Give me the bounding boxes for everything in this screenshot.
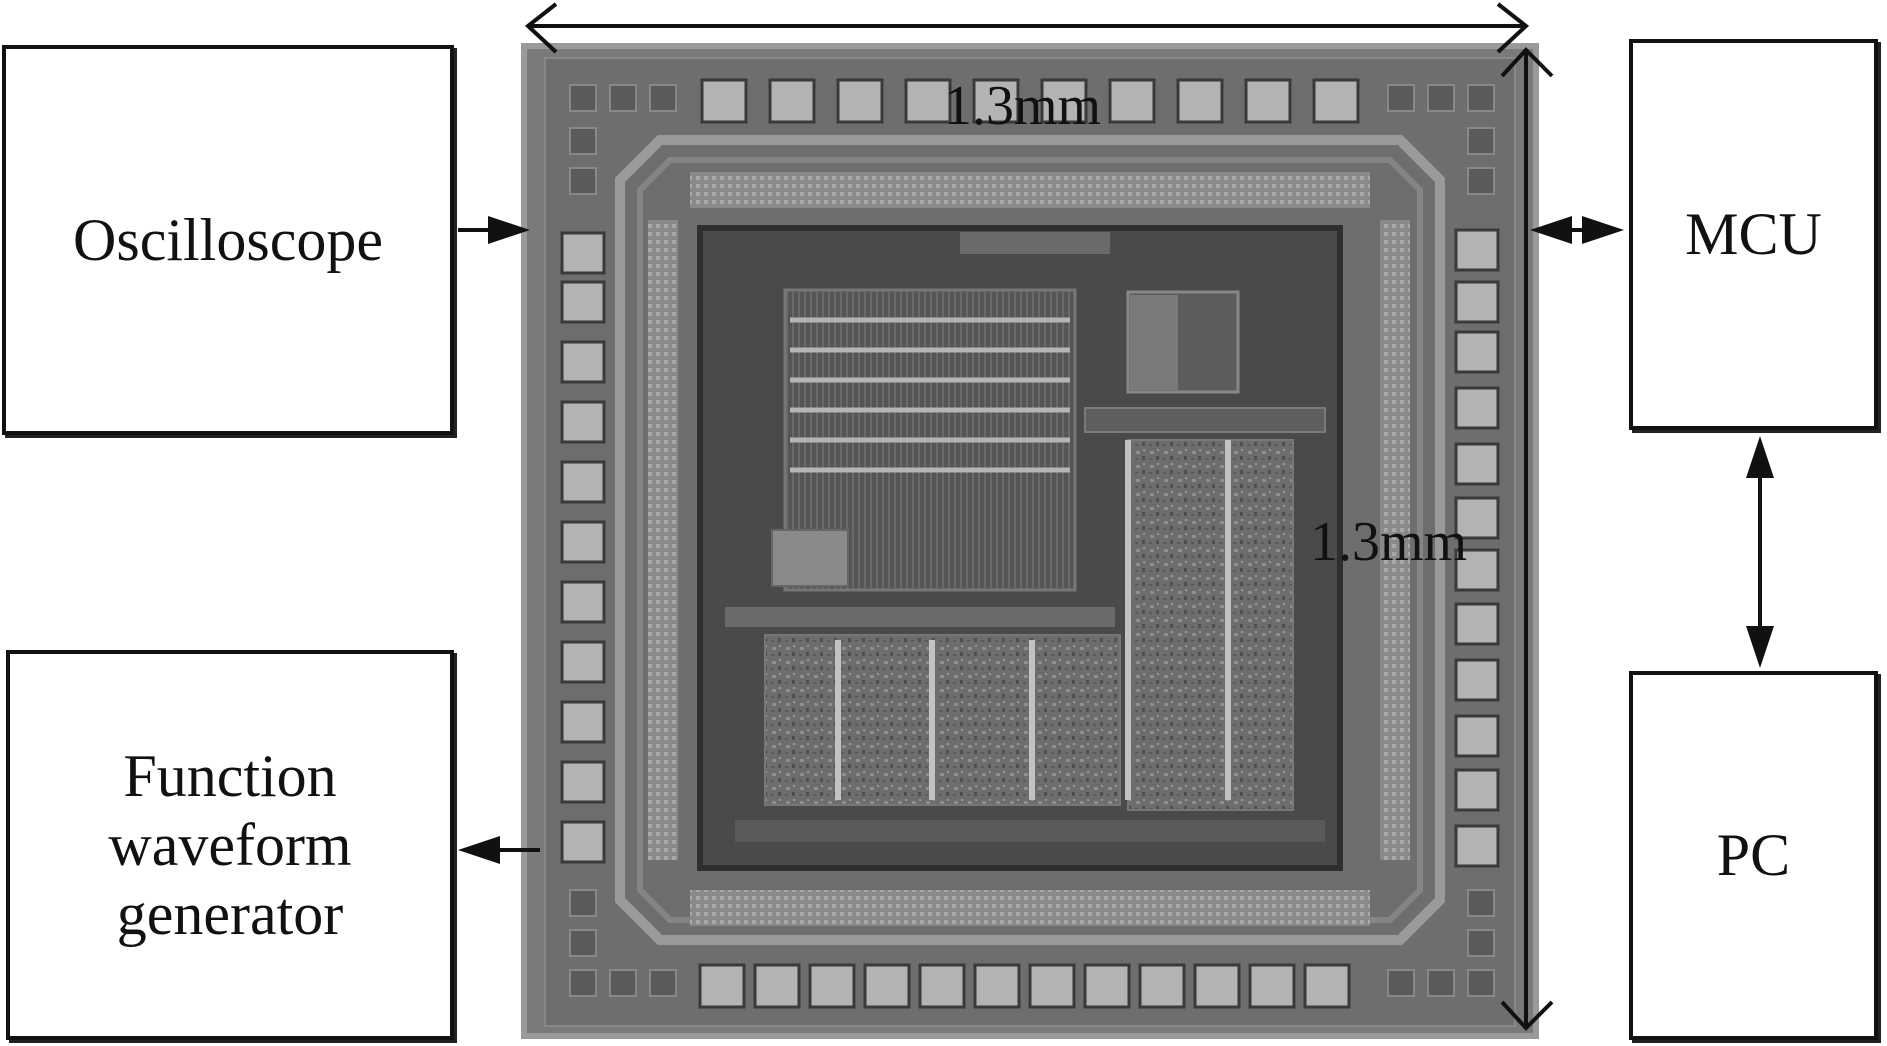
io-ring-left <box>648 220 678 860</box>
mid-bus <box>725 607 1115 627</box>
digital-logic-right <box>1127 439 1294 811</box>
oscilloscope-block: Oscilloscope <box>2 45 454 435</box>
width-dimension <box>524 2 1530 54</box>
function-generator-label-line-1: Function <box>123 742 337 809</box>
oscilloscope-label: Oscilloscope <box>73 206 383 273</box>
corner-pads <box>569 84 1495 997</box>
io-ring-top <box>690 172 1370 208</box>
mcu-label: MCU <box>1685 201 1822 267</box>
io-ring-right <box>1380 220 1410 860</box>
pc-label: PC <box>1716 822 1791 888</box>
arrow-oscilloscope-to-chip <box>458 216 530 244</box>
analog-cap <box>771 529 849 587</box>
digital-logic-region <box>764 634 1121 806</box>
analog-lines <box>790 317 1070 473</box>
width-label: 1.3mm <box>944 75 1101 137</box>
function-generator-label-line-2: waveform <box>108 811 352 878</box>
top-bus <box>960 232 1110 254</box>
height-dimension <box>1500 47 1554 1031</box>
bond-pads <box>560 78 1500 1009</box>
io-ring-bottom <box>690 890 1370 926</box>
arrow-chip-mcu-bidirectional <box>1530 216 1624 244</box>
arrow-chip-to-function-generator <box>458 836 540 864</box>
chip-die <box>521 43 1539 1039</box>
vertical-traces <box>835 440 1231 800</box>
mcu-block: MCU <box>1629 39 1878 430</box>
upper-right-stripe <box>1130 295 1178 390</box>
pc-block: PC <box>1629 671 1878 1040</box>
horizontal-bus <box>1084 407 1326 433</box>
guard-ring <box>615 135 1445 945</box>
height-label: 1.3mm <box>1310 511 1467 573</box>
function-generator-label-line-3: generator <box>116 880 344 947</box>
bottom-bus <box>735 820 1325 842</box>
arrow-mcu-pc-bidirectional <box>1746 436 1774 668</box>
guard-ring-inner <box>637 157 1423 923</box>
function-generator-block: Function waveform generator <box>6 650 454 1040</box>
